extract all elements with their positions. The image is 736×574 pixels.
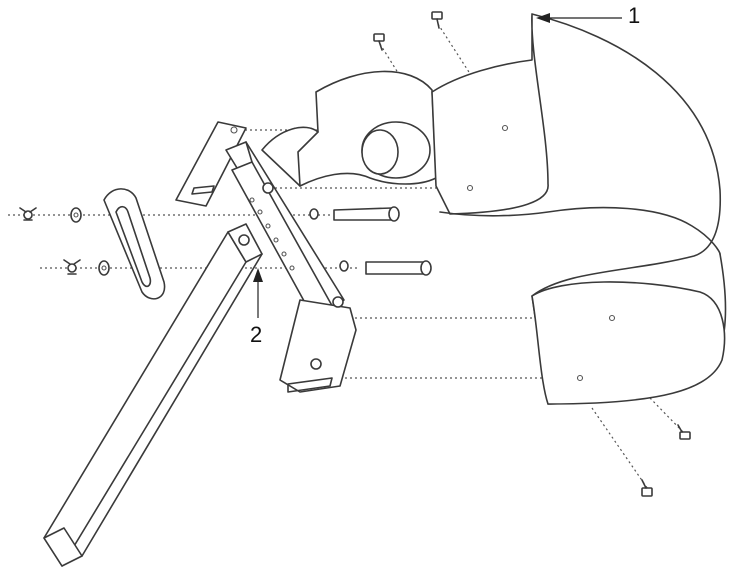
- roller-strap: [261, 70, 437, 187]
- hex-bolt-top-1: [431, 11, 443, 29]
- callout-2-label: 2: [250, 322, 262, 347]
- callout-1-label: 1: [628, 3, 640, 28]
- hex-bolt-bottom-1: [677, 424, 691, 440]
- callout-1: 1: [536, 3, 640, 28]
- hex-bolt-bottom-2: [641, 479, 653, 497]
- wing-nut-lower: [63, 259, 81, 275]
- slotted-plate: [103, 188, 166, 300]
- carriage-bolt-upper: [309, 206, 400, 222]
- curved-guard: [431, 13, 727, 405]
- washer-upper: [70, 207, 82, 223]
- hex-bolt-top-2: [373, 33, 385, 51]
- wing-nut-upper: [19, 207, 37, 221]
- washer-lower: [98, 260, 110, 276]
- callout-2: 2: [250, 268, 263, 347]
- adjustable-bracket: [175, 121, 357, 393]
- carriage-bolt-lower: [339, 260, 432, 276]
